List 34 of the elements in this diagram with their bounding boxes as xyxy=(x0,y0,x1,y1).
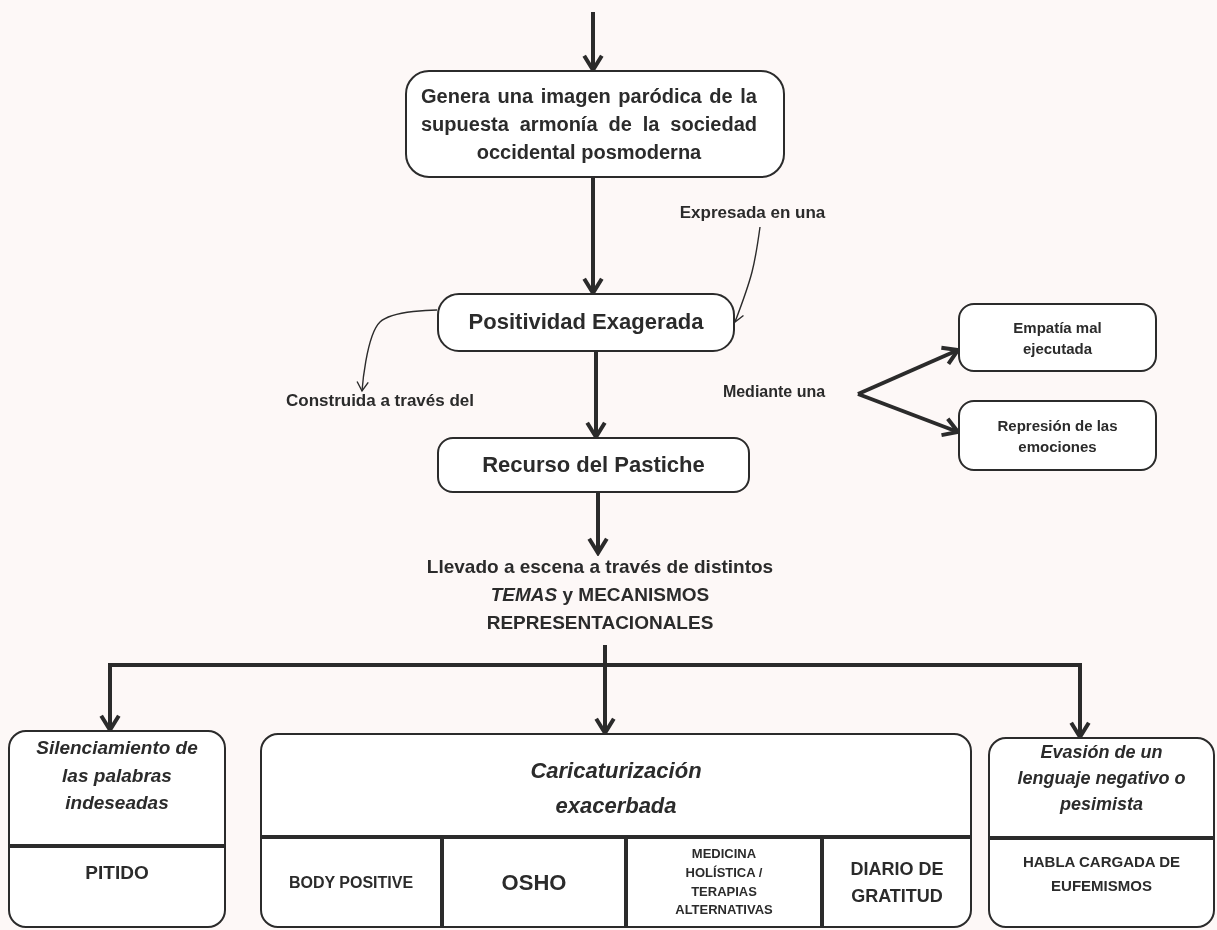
category-heading: Silenciamiento de las palabras indeseadas xyxy=(35,736,199,816)
process-box xyxy=(958,400,1157,471)
annotation-text: Construida a través del xyxy=(256,391,504,415)
box-text: Recurso del Pastiche xyxy=(481,450,706,479)
arrow xyxy=(582,12,604,72)
category-item: PITIDO xyxy=(10,844,224,899)
category-cell: BODY POSITIVE xyxy=(262,835,440,926)
category-box xyxy=(8,730,226,928)
category-cell: OSHO xyxy=(440,835,624,926)
category-cell: DIARIO DE GRATITUD xyxy=(820,835,970,926)
box-text: Represión de las emociones xyxy=(996,415,1119,457)
category-box xyxy=(260,733,972,928)
arrow xyxy=(585,352,607,439)
category-heading: Caricaturización exacerbada xyxy=(529,757,703,821)
process-box xyxy=(437,293,735,352)
arrow xyxy=(587,493,609,555)
box-text: Positividad Exagerada xyxy=(467,308,705,337)
category-item: HABLA CARGADA DE EUFEMISMOS xyxy=(990,836,1213,908)
box-text: Empatía mal ejecutada xyxy=(1012,317,1103,359)
category-box xyxy=(988,737,1215,928)
process-box xyxy=(958,303,1157,372)
annotation-text: Mediante una xyxy=(704,383,844,405)
annotation-text: Llevado a escena a través de distintos TEMAS y MECANISMOS REPRESENTACIONALES xyxy=(415,553,785,645)
arrow xyxy=(356,309,438,392)
annotation-text: Expresada en una xyxy=(655,203,850,227)
arrow xyxy=(857,345,960,396)
process-box xyxy=(405,70,785,178)
category-heading: Evasión de un lenguaje negativo o pesimista xyxy=(1016,741,1187,817)
box-text: Genera una imagen paródica de la supuesta armonía de la sociedad occidental posmoderna xyxy=(421,84,757,165)
arrow xyxy=(603,645,1091,739)
category-cell: MEDICINA HOLÍSTICA / TERAPIAS ALTERNATIVAS xyxy=(624,835,820,926)
arrow xyxy=(582,178,604,295)
process-box xyxy=(437,437,750,493)
arrow xyxy=(857,392,960,438)
